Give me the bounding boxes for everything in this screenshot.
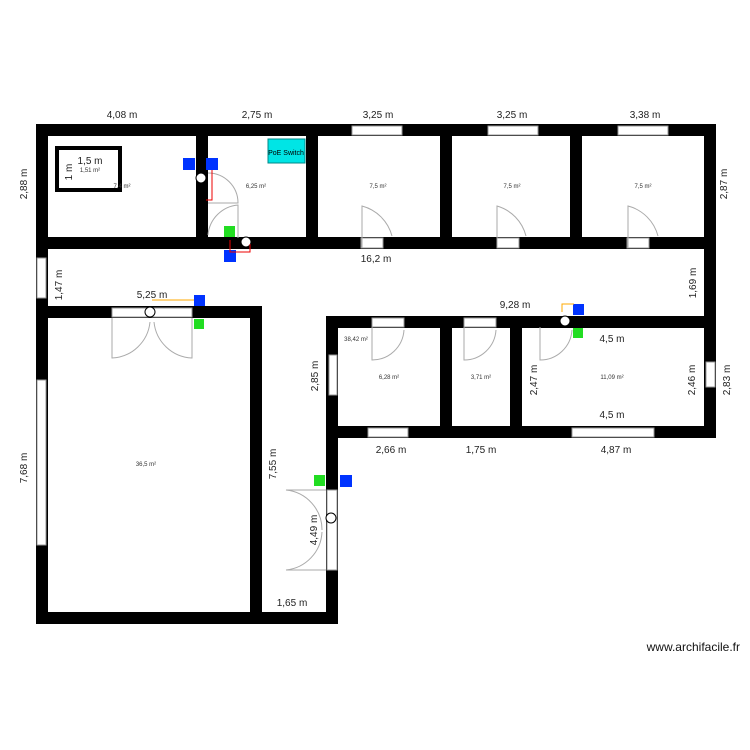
- svg-text:2,85 m: 2,85 m: [310, 361, 321, 392]
- svg-text:1,51 m²: 1,51 m²: [80, 168, 100, 174]
- svg-text:2,47 m: 2,47 m: [529, 365, 540, 396]
- svg-text:6,25 m²: 6,25 m²: [246, 184, 266, 190]
- svg-text:7,68 m: 7,68 m: [19, 453, 30, 484]
- svg-text:2,75 m: 2,75 m: [242, 110, 273, 121]
- svg-text:7,55 m: 7,55 m: [268, 449, 279, 480]
- poe-switch-label: PoE Switch: [268, 150, 304, 157]
- svg-text:1,5 m: 1,5 m: [77, 156, 102, 167]
- svg-text:38,42 m²: 38,42 m²: [344, 337, 368, 343]
- svg-text:4,08 m: 4,08 m: [107, 110, 138, 121]
- svg-text:3,38 m: 3,38 m: [630, 110, 661, 121]
- svg-text:3,25 m: 3,25 m: [363, 110, 394, 121]
- dimension-labels: 4,08 m 2,75 m 3,25 m 3,25 m 3,38 m 2,88 m 2,…: [19, 110, 733, 609]
- svg-text:4,5 m: 4,5 m: [599, 334, 624, 345]
- door-swings: [111, 172, 659, 571]
- network-markers: [144, 158, 584, 524]
- walls: [36, 124, 716, 624]
- svg-text:2,87 m: 2,87 m: [719, 169, 730, 200]
- svg-text:2,66 m: 2,66 m: [376, 445, 407, 456]
- svg-text:1 m: 1 m: [64, 164, 75, 181]
- svg-text:2,88 m: 2,88 m: [19, 169, 30, 200]
- svg-text:7,5 m²: 7,5 m²: [503, 184, 520, 190]
- svg-text:2,83 m: 2,83 m: [722, 365, 733, 396]
- svg-text:3,25 m: 3,25 m: [497, 110, 528, 121]
- poe-switch-box[interactable]: [267, 138, 306, 164]
- svg-text:4,5 m: 4,5 m: [599, 410, 624, 421]
- svg-text:1,47 m: 1,47 m: [54, 270, 65, 301]
- svg-text:1,69 m: 1,69 m: [688, 268, 699, 299]
- svg-text:5,25 m: 5,25 m: [137, 290, 168, 301]
- svg-text:1,75 m: 1,75 m: [466, 445, 497, 456]
- watermark: www.archifacile.fr: [646, 640, 740, 654]
- svg-text:9,28 m: 9,28 m: [500, 300, 531, 311]
- svg-text:3,71 m²: 3,71 m²: [471, 375, 491, 381]
- closet: [55, 146, 122, 192]
- svg-text:7,5 m²: 7,5 m²: [369, 184, 386, 190]
- svg-text:1,65 m: 1,65 m: [277, 598, 308, 609]
- svg-text:36,5 m²: 36,5 m²: [136, 462, 156, 468]
- svg-text:2,46 m: 2,46 m: [687, 365, 698, 396]
- svg-text:7,5 m²: 7,5 m²: [634, 184, 651, 190]
- svg-text:4,87 m: 4,87 m: [601, 445, 632, 456]
- svg-text:4,49 m: 4,49 m: [309, 515, 320, 546]
- windows: [36, 125, 716, 571]
- svg-text:16,2 m: 16,2 m: [361, 254, 392, 265]
- svg-text:7,4 m²: 7,4 m²: [113, 184, 130, 190]
- svg-text:11,09 m²: 11,09 m²: [600, 375, 623, 381]
- svg-text:6,28 m²: 6,28 m²: [379, 375, 399, 381]
